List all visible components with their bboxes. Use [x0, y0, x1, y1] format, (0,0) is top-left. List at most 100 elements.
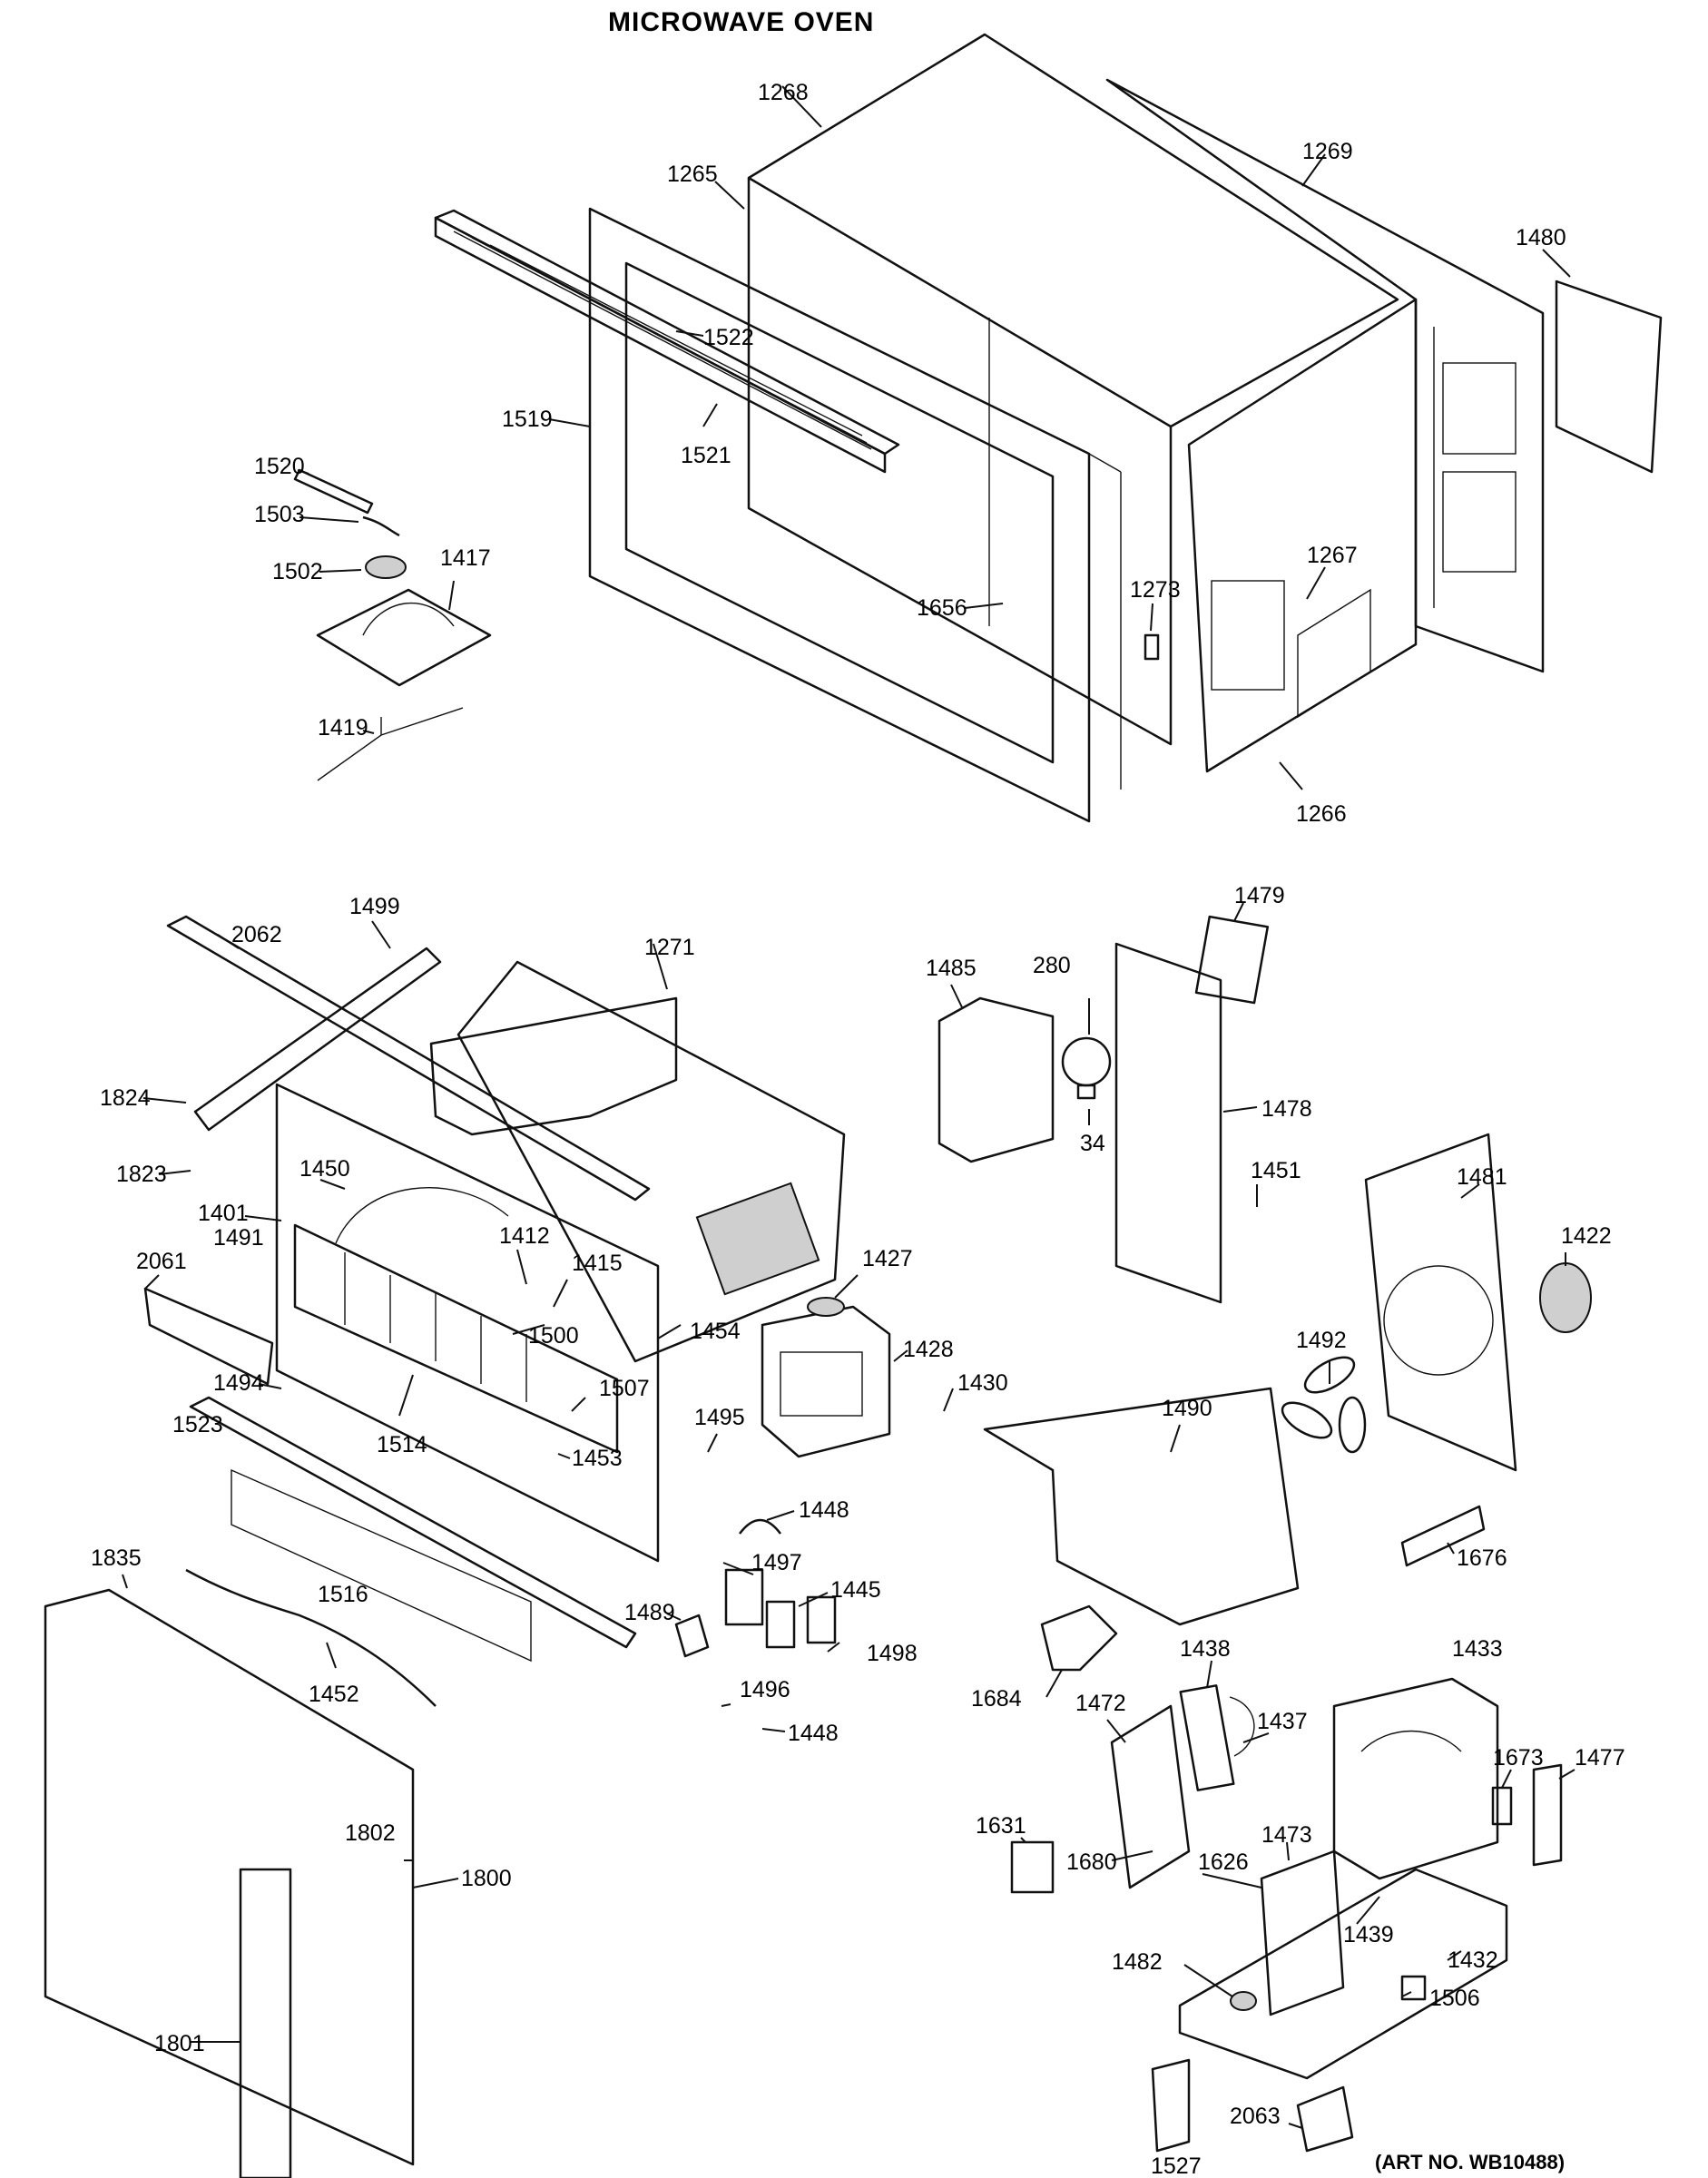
component-1673 [1491, 1786, 1513, 1826]
leader-lines [122, 85, 1575, 2129]
callout-1823: 1823 [116, 1162, 167, 1187]
callout-1445: 1445 [830, 1577, 881, 1603]
callout-1507: 1507 [599, 1376, 650, 1401]
callout-1450: 1450 [299, 1156, 350, 1182]
callout-1477: 1477 [1575, 1745, 1625, 1771]
vent-grille [434, 209, 900, 474]
callout-1453: 1453 [572, 1446, 623, 1471]
callout-1496: 1496 [740, 1677, 790, 1702]
callout-1485: 1485 [926, 956, 977, 981]
control-panel-1516 [231, 1468, 532, 1663]
callout-1269: 1269 [1302, 139, 1353, 164]
top-strap [166, 915, 651, 1202]
fan-housing [1364, 1133, 1517, 1472]
outer-case-top [747, 33, 1399, 746]
callout-1448-top: 1448 [799, 1497, 849, 1523]
callout-1656: 1656 [917, 595, 967, 621]
oven-door [44, 1588, 415, 2178]
callout-1500: 1500 [528, 1323, 579, 1349]
art-number: (ART NO. WB10488) [1375, 2151, 1565, 2173]
front-frame [588, 207, 1122, 823]
callout-1680: 1680 [1066, 1849, 1117, 1875]
magnetron [761, 1297, 891, 1458]
bracket-1676 [1400, 1505, 1486, 1567]
base-plate [1178, 1868, 1508, 2080]
callout-1490: 1490 [1162, 1396, 1212, 1421]
callout-1491: 1481 [1457, 1164, 1507, 1190]
bracket-1271 [429, 996, 678, 1136]
callout-1273: 1273 [1130, 577, 1181, 603]
callout-1266: 1266 [1296, 801, 1347, 827]
callout-1801: 1801 [154, 2031, 205, 2056]
wire-harness [185, 1568, 437, 1707]
callout-1427: 1427 [862, 1246, 913, 1271]
callout-1495: 1495 [694, 1405, 745, 1430]
callout-1452: 1452 [309, 1682, 359, 1707]
callout-34: 34 [1080, 1131, 1105, 1156]
callout-1267: 1267 [1307, 543, 1358, 568]
interlock-switches [674, 1518, 837, 1658]
callout-1448-bottom: 1448 [788, 1721, 839, 1746]
callout-1673: 1673 [1493, 1745, 1544, 1771]
callout-1835: 1835 [91, 1545, 142, 1571]
component-1482 [1230, 1991, 1257, 2011]
callout-1265: 1265 [667, 162, 718, 187]
callout-280: 280 [1033, 953, 1071, 978]
callout-1268: 1268 [758, 80, 809, 105]
callout-1824: 1824 [100, 1085, 151, 1111]
callout-1492: 1492 [1296, 1328, 1347, 1353]
bracket-1684 [1040, 1604, 1118, 1672]
callout-1482: 1482 [1112, 1949, 1163, 1975]
callout-2063: 2063 [1230, 2104, 1281, 2129]
callout-1473: 1473 [1261, 1822, 1312, 1848]
callout-1489: 1489 [624, 1600, 675, 1625]
fan-motor [1539, 1262, 1592, 1333]
bracket-1527 [1151, 2058, 1191, 2153]
callout-1422: 1422 [1561, 1223, 1612, 1249]
callout-1419: 1419 [318, 715, 368, 741]
side-strap-2061 [143, 1287, 274, 1386]
callout-1800: 1800 [461, 1866, 512, 1891]
callout-1454: 1454 [690, 1319, 741, 1344]
callout-1527: 1527 [1151, 2153, 1202, 2178]
callout-1522: 1522 [703, 325, 754, 350]
bracket-1477 [1532, 1763, 1563, 1867]
side-rail [1105, 78, 1545, 673]
callout-1523: 1523 [172, 1412, 223, 1437]
panel-1478 [1114, 942, 1222, 1304]
callout-1676: 1676 [1457, 1545, 1507, 1571]
callout-1417: 1417 [440, 545, 491, 571]
callout-1479: 1479 [1234, 883, 1285, 908]
callout-1506: 1506 [1429, 1986, 1480, 2011]
fan-blade [1281, 1356, 1367, 1454]
callout-1428: 1428 [903, 1337, 954, 1362]
side-wrapper [1187, 298, 1418, 773]
lamp [1061, 1036, 1112, 1100]
callout-1451: 1491 [213, 1225, 264, 1251]
callout-1519: 1519 [502, 407, 553, 432]
callout-1433: 1433 [1452, 1636, 1503, 1662]
callout-1401: 1401 [198, 1201, 249, 1226]
callout-1514: 1514 [377, 1432, 427, 1457]
callout-1631: 1631 [976, 1813, 1026, 1839]
callout-2062: 2062 [231, 922, 282, 947]
callout-1472: 1472 [1075, 1691, 1126, 1716]
component-1631 [1010, 1840, 1055, 1894]
lower-strap-1523 [189, 1396, 637, 1649]
callout-1503: 1503 [254, 502, 305, 527]
callout-1439: 1439 [1343, 1922, 1394, 1947]
callout-1481: 1451 [1251, 1158, 1301, 1183]
callout-1520: 1520 [254, 454, 305, 479]
callout-1432: 1432 [1448, 1947, 1498, 1973]
oven-cavity [275, 960, 846, 1563]
air-duct [983, 1387, 1300, 1626]
callout-1498: 1498 [867, 1641, 918, 1666]
callout-1437: 1437 [1257, 1709, 1308, 1734]
callout-1802: 1802 [345, 1820, 396, 1846]
bracket-1499 [193, 947, 442, 1132]
callout-1499: 1499 [349, 894, 400, 919]
callout-1412: 1412 [499, 1223, 550, 1249]
callout-1478: 1478 [1261, 1096, 1312, 1122]
callout-1521: 1521 [681, 443, 731, 468]
tab-1273 [1144, 633, 1160, 661]
